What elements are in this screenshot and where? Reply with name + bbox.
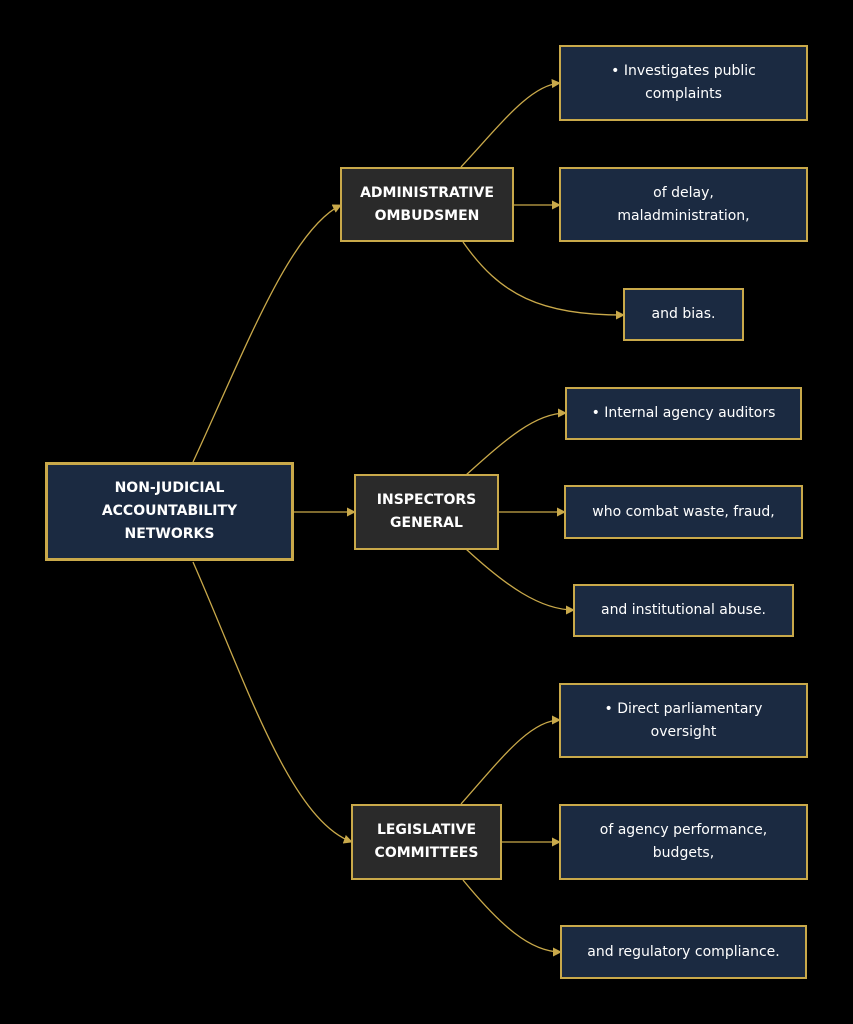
branch-ombudsmen-line-2: OMBUDSMEN — [374, 207, 480, 224]
leaf-node-committees-3[interactable]: and regulatory compliance. — [560, 925, 807, 979]
edge-root-committees — [192, 561, 353, 844]
edge-inspectors-leaf-1 — [465, 408, 567, 476]
leaf-node-committees-1[interactable]: • Direct parliamentary oversight — [559, 683, 808, 758]
leaf-node-inspectors-2[interactable]: who combat waste, fraud, — [564, 485, 803, 539]
leaf-ombudsmen-1-line-1: • Investigates public — [611, 63, 756, 79]
leaf-node-ombudsmen-2[interactable]: of delay, maladministration, — [559, 167, 808, 242]
leaf-node-ombudsmen-3[interactable]: and bias. — [623, 288, 744, 341]
leaf-ombudsmen-3-line-1: and bias. — [651, 306, 716, 322]
root-label-line-2: ACCOUNTABILITY — [101, 503, 238, 519]
leaf-committees-3-line-1: and regulatory compliance. — [587, 943, 780, 960]
edge-root-ombudsmen — [192, 204, 342, 463]
edge-committees-leaf-1 — [460, 715, 561, 805]
branch-inspectors-line-1: INSPECTORS — [376, 492, 477, 508]
leaf-ombudsmen-2-line-2: maladministration, — [617, 207, 750, 224]
edge-committees-leaf-3 — [462, 879, 562, 957]
root-node[interactable]: NON-JUDICIAL ACCOUNTABILITY NETWORKS — [45, 462, 294, 561]
leaf-node-committees-2[interactable]: of agency performance, budgets, — [559, 804, 808, 880]
leaf-committees-2-line-2: budgets, — [652, 845, 715, 861]
branch-inspectors-line-2: GENERAL — [390, 515, 463, 531]
edge-ombudsmen-leaf-3 — [462, 241, 625, 320]
edge-inspectors-leaf-3 — [465, 548, 575, 615]
leaf-ombudsmen-1-line-2: complaints — [645, 86, 722, 102]
leaf-node-ombudsmen-1[interactable]: • Investigates public complaints — [559, 45, 808, 121]
branch-ombudsmen-line-1: ADMINISTRATIVE — [360, 184, 494, 201]
leaf-committees-1-line-2: oversight — [650, 723, 717, 740]
branch-node-ombudsmen[interactable]: ADMINISTRATIVE OMBUDSMEN — [340, 167, 514, 242]
branch-committees-line-2: COMMITTEES — [374, 845, 479, 861]
leaf-inspectors-1-line-1: • Internal agency auditors — [591, 405, 776, 421]
leaf-committees-2-line-1: of agency performance, — [599, 822, 768, 838]
branch-node-inspectors[interactable]: INSPECTORS GENERAL — [354, 474, 499, 550]
root-label-line-1: NON-JUDICIAL — [114, 480, 225, 496]
branch-committees-line-1: LEGISLATIVE — [376, 822, 477, 838]
leaf-inspectors-2-line-1: who combat waste, fraud, — [592, 503, 775, 520]
leaf-committees-1-line-1: • Direct parliamentary — [604, 700, 763, 717]
branch-node-committees[interactable]: LEGISLATIVE COMMITTEES — [351, 804, 502, 880]
leaf-inspectors-3-line-1: and institutional abuse. — [600, 602, 767, 618]
leaf-node-inspectors-3[interactable]: and institutional abuse. — [573, 584, 794, 637]
edge-ombudsmen-leaf-1 — [460, 79, 561, 168]
leaf-ombudsmen-2-line-1: of delay, — [653, 184, 714, 201]
root-label-line-3: NETWORKS — [124, 526, 215, 542]
leaf-node-inspectors-1[interactable]: • Internal agency auditors — [565, 387, 802, 440]
